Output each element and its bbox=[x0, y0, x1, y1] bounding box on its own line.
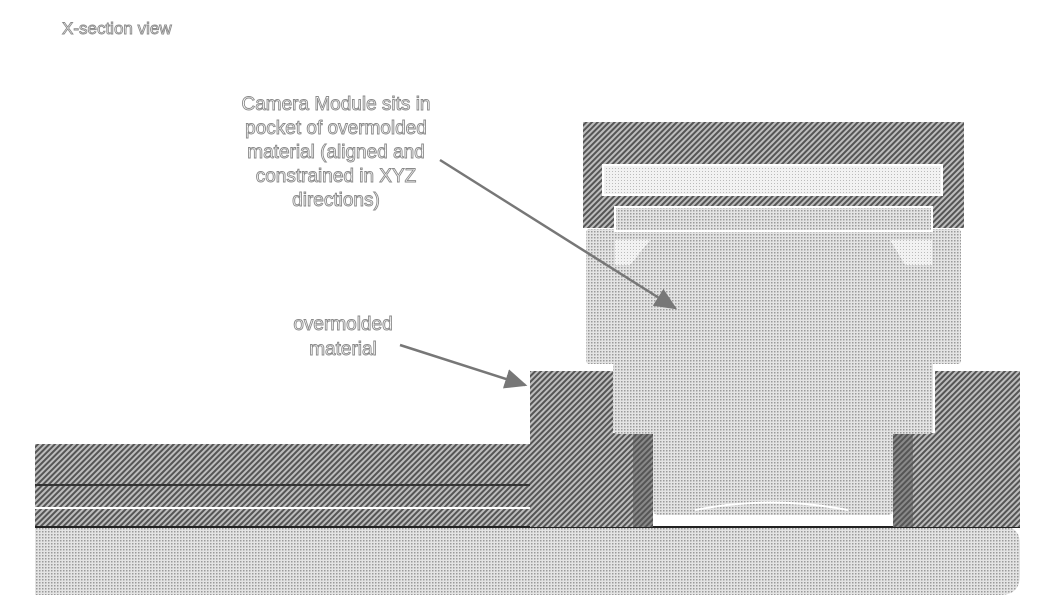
overmold-right bbox=[935, 371, 1020, 527]
camera-module-arrow bbox=[439, 158, 678, 310]
callout-line: pocket of overmolded bbox=[245, 118, 427, 139]
callout-line: overmolded bbox=[293, 314, 392, 335]
camera-lens-window bbox=[602, 164, 943, 196]
callout-line: directions) bbox=[292, 190, 380, 211]
base-substrate bbox=[35, 527, 1020, 595]
callout-line: material bbox=[309, 339, 377, 360]
camera-module bbox=[583, 122, 964, 515]
callout-line: constrained in XYZ bbox=[256, 166, 417, 187]
overmold-arrow bbox=[399, 343, 528, 389]
callout-line: Camera Module sits in bbox=[241, 94, 430, 115]
camera-module-callout: Camera Module sits in pocket of overmold… bbox=[241, 94, 431, 212]
view-title: X-section view bbox=[62, 19, 172, 38]
overmold-left bbox=[530, 371, 613, 527]
overmolded-callout: overmolded material bbox=[293, 314, 393, 361]
callout-line: material (aligned and bbox=[247, 142, 424, 163]
